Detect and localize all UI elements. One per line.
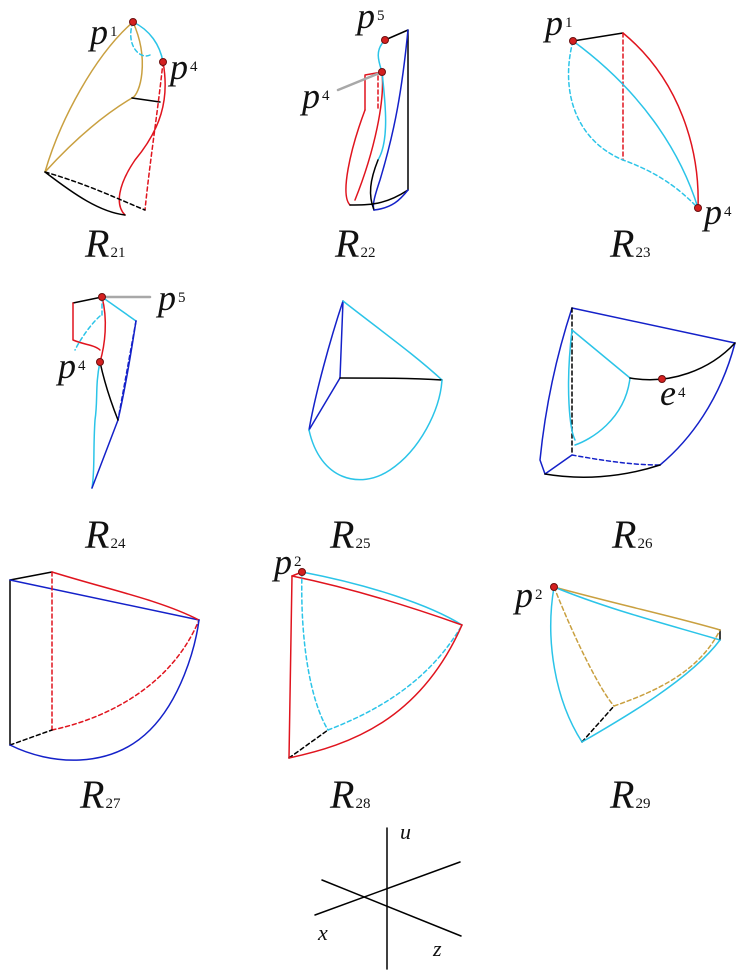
- panel-r21-point-p4: [159, 58, 167, 66]
- panel-r28-shape: [288, 571, 463, 759]
- panel-r23-title: R23: [609, 221, 650, 266]
- panel-r28-point-p2: [298, 568, 306, 576]
- panel-r27-title: R27: [79, 772, 121, 817]
- panel-r24-title: R24: [84, 512, 126, 557]
- panel-r22-point-p4: [378, 68, 386, 76]
- panel-r29-title: R29: [609, 772, 650, 817]
- axis-x: [314, 861, 461, 916]
- panel-r21-point-p1: [129, 18, 137, 26]
- panel-r22-arrow: [336, 70, 384, 92]
- panel-r26-shape: [539, 307, 736, 478]
- panel-r25-shape: [308, 300, 443, 481]
- panel-r24-point-p4: [96, 358, 104, 366]
- panel-r25-title: R25: [329, 512, 370, 557]
- panel-r22-shape: [345, 29, 409, 211]
- panel-r23-point-p4: [694, 204, 702, 212]
- panel-r29-shape: [550, 586, 721, 743]
- panel-r21-shape: [44, 21, 166, 216]
- panel-r22-point-p5: [381, 36, 389, 44]
- panel-r23-shape: [567, 32, 699, 209]
- axis-z: [321, 879, 462, 937]
- panel-r21-title: R21: [84, 221, 125, 266]
- panel-r28-title: R28: [329, 772, 370, 817]
- axis-u-label: u: [400, 819, 411, 844]
- panel-r22-title: R22: [334, 221, 375, 266]
- panel-r26-title: R26: [611, 512, 653, 557]
- panel-r27-shape: [9, 571, 200, 761]
- panel-r26-point-e4: [658, 375, 666, 383]
- axis-x-label: x: [317, 920, 328, 945]
- panel-r23-point-p1: [569, 37, 577, 45]
- panel-r29-point-p2: [550, 583, 558, 591]
- panel-r24-shape: [72, 296, 137, 489]
- axis-z-label: z: [432, 936, 442, 961]
- panel-r24-point-p5: [98, 293, 106, 301]
- axes-diagram: [314, 827, 462, 970]
